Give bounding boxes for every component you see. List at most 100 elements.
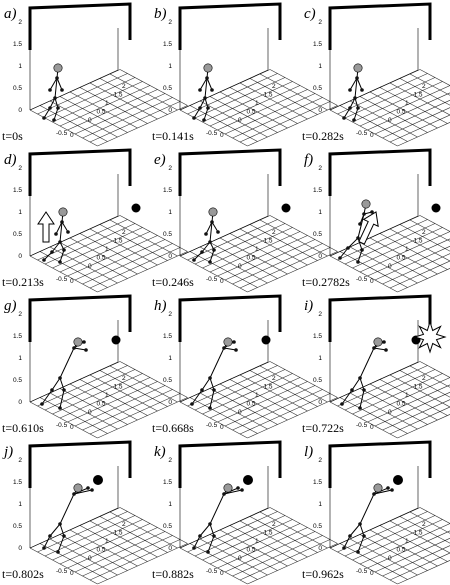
grid-line (97, 397, 188, 439)
grid-line (39, 251, 108, 288)
grid-line (79, 233, 148, 270)
skeleton-joint (208, 240, 212, 244)
skeleton-joint (352, 118, 356, 122)
z-tick-label: 1 (168, 501, 172, 508)
skeleton-joint (210, 88, 214, 92)
z-tick-label: 1.5 (13, 41, 22, 48)
y-tick-label: 0.5 (397, 547, 406, 554)
y-tick-label: 0.5 (397, 255, 406, 262)
grid-line (229, 525, 298, 562)
grid-line (109, 511, 178, 549)
skeleton-bone (359, 523, 365, 537)
skeleton-joint (370, 210, 374, 214)
y-axis-line (179, 69, 269, 111)
grid-line (217, 527, 308, 569)
panel-label: l) (304, 444, 313, 460)
y-tick-label: 2 (422, 375, 426, 382)
grid-line (37, 511, 128, 553)
grid-line (189, 251, 258, 288)
grid-line (39, 543, 108, 580)
skeleton-joint (52, 118, 56, 122)
skeleton-bone (373, 489, 393, 495)
grid-line (329, 401, 398, 439)
grid-line (369, 91, 438, 129)
z-tick-label: 0 (318, 253, 322, 260)
grid-line (219, 237, 288, 275)
y-tick-label: 1 (105, 538, 109, 545)
skeleton-bone (209, 377, 215, 391)
up-arrow-icon (37, 211, 55, 243)
goal-post (178, 2, 282, 50)
skeleton-joint (234, 348, 238, 352)
axis-frame (329, 20, 419, 111)
y-tick-label: 0.5 (97, 401, 106, 408)
grid-line (217, 381, 308, 423)
skeleton-joint (203, 96, 207, 100)
ball (93, 475, 103, 485)
y-tick-label: 1.5 (114, 530, 123, 537)
grid-line (389, 260, 450, 289)
goal-post (328, 2, 432, 50)
floor-grid (329, 507, 450, 585)
axis-frame (179, 458, 269, 549)
skeleton-joint (62, 534, 66, 538)
goal-post (328, 294, 432, 342)
axis-frame (329, 312, 419, 403)
time-label: t=0.246s (152, 275, 194, 289)
z-tick-label: 1.5 (163, 479, 172, 486)
axis-frame (29, 20, 119, 111)
grid-line (59, 388, 128, 425)
y-tick-label: 2 (122, 375, 126, 382)
axis-frame (29, 458, 119, 549)
skeleton-joint (372, 492, 376, 496)
skeleton (40, 337, 88, 410)
grid-line (389, 374, 450, 408)
head-marker (203, 63, 213, 73)
skeleton (42, 207, 70, 264)
z-tick-label: 1.5 (313, 41, 322, 48)
skeleton-bone (191, 389, 203, 405)
skeleton-bone (59, 389, 65, 409)
grid-line (269, 215, 338, 252)
floor-grid (179, 361, 338, 439)
grid-line (397, 414, 450, 439)
skeleton-joint (204, 232, 208, 236)
grid-line (39, 397, 108, 434)
grid-line (39, 105, 108, 142)
skeleton-bone (59, 221, 63, 243)
time-label: t=0.282s (302, 129, 344, 143)
y-tick-label: 0.5 (247, 255, 256, 262)
skeleton-bone (199, 97, 206, 109)
grid-line (202, 227, 293, 269)
skeleton-joint (72, 492, 76, 496)
y-tick-label: 0 (88, 117, 92, 124)
skeleton-bone (343, 535, 351, 549)
skeleton-joint (386, 486, 390, 490)
skeleton-bone (349, 77, 358, 91)
grid-line (382, 399, 450, 431)
y-tick-label: 1 (255, 246, 259, 253)
skeleton-bone (347, 237, 359, 249)
skeleton-joint (342, 546, 346, 550)
x-tick-label: 0 (70, 278, 74, 285)
grid-line (359, 534, 428, 571)
z-tick-label: 0.5 (13, 231, 22, 238)
head-marker (58, 207, 68, 217)
grid-line (79, 525, 148, 562)
skeleton-joint (192, 116, 196, 120)
skeleton-joint (48, 88, 52, 92)
axis-frame (29, 312, 119, 403)
grid-line (379, 525, 448, 562)
grid-line (337, 73, 428, 115)
grid-line (69, 237, 138, 275)
grid-line (239, 520, 308, 558)
skeleton-bone (209, 221, 213, 243)
z-tick-label: 0 (168, 107, 172, 114)
y-tick-label: 0.5 (247, 401, 256, 408)
grid-line (379, 87, 448, 124)
y-axis-line (329, 361, 419, 403)
z-tick-label: 0 (318, 545, 322, 552)
